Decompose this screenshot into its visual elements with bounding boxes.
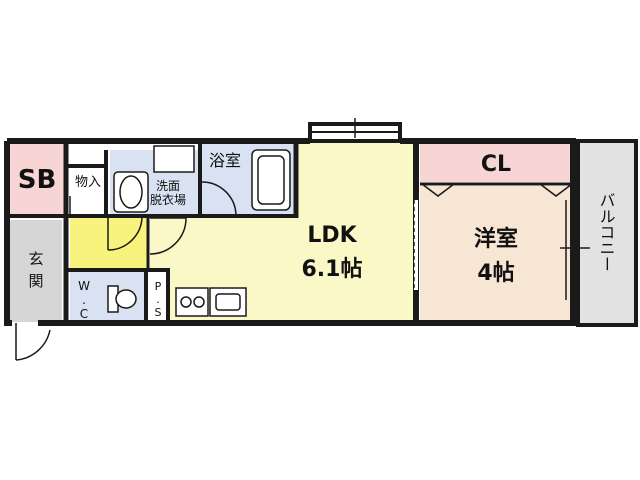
sb-area xyxy=(10,144,65,214)
doors xyxy=(15,118,590,361)
bedroom-area xyxy=(420,186,572,320)
outer-wall xyxy=(4,138,576,326)
closet-area xyxy=(420,144,572,182)
wash-door-icon xyxy=(107,215,143,251)
storage-label-text: 物入 xyxy=(75,175,101,190)
ldk-size-label: 6.1帖 xyxy=(302,257,363,282)
toilet-icon xyxy=(115,289,137,309)
entLbl-line: 玄 xyxy=(28,250,43,268)
bathroom-label: 浴室 xyxy=(209,151,241,170)
ldk-area xyxy=(298,138,414,320)
balcony-frame xyxy=(576,139,638,327)
toilet-label: W.C xyxy=(78,279,90,321)
wcLbl-line: W xyxy=(78,279,90,293)
ps-label: P.S xyxy=(155,280,162,319)
ps-area xyxy=(148,272,168,320)
hall-door-icon xyxy=(149,217,187,255)
fixtures xyxy=(107,145,291,317)
closet-label: CL xyxy=(481,152,511,177)
entrance-area xyxy=(10,220,62,322)
bathtub-inner xyxy=(257,155,285,205)
washLbl-line: 洗面 xyxy=(156,179,180,193)
walls xyxy=(4,122,638,327)
washLbl-line: 脱衣場 xyxy=(150,192,186,207)
stove-burner-1 xyxy=(180,296,192,308)
bathtub-icon xyxy=(251,149,291,211)
entrance-label: 玄関 xyxy=(28,250,43,290)
washing-machine-icon xyxy=(113,171,149,213)
sb-label: SB xyxy=(18,165,57,195)
bedroom-label: 洋室 xyxy=(474,226,518,252)
washroom-label: 洗面脱衣場 xyxy=(150,179,186,207)
wcLbl-line: C xyxy=(80,307,88,321)
washbasin-icon xyxy=(153,145,195,173)
psLbl-line: . xyxy=(156,293,160,306)
storage-label: 物入 xyxy=(75,175,101,190)
bath-door-icon xyxy=(201,181,237,217)
wcLbl-line: . xyxy=(82,293,86,307)
ldk-label: LDK xyxy=(307,223,357,248)
labels: SB 物入 洗面脱衣場 浴室 LDK 6.1帖 CL 洋室 4帖 バルコニー 玄… xyxy=(18,151,616,321)
psLbl-line: S xyxy=(155,306,162,319)
closet-door-icon xyxy=(421,183,573,197)
stove-burner-2 xyxy=(193,296,205,308)
storage-area xyxy=(70,168,102,212)
balcony-area xyxy=(580,143,634,323)
entrance-door-icon xyxy=(15,323,51,361)
hall-area xyxy=(70,216,148,270)
washing-machine-drum xyxy=(119,175,143,209)
psLbl-line: P xyxy=(155,280,162,293)
entLbl-line: 関 xyxy=(28,272,43,290)
sink-basin xyxy=(215,293,241,311)
balcony-label: バルコニー xyxy=(597,192,616,272)
bedroom-size-label: 4帖 xyxy=(477,261,514,286)
